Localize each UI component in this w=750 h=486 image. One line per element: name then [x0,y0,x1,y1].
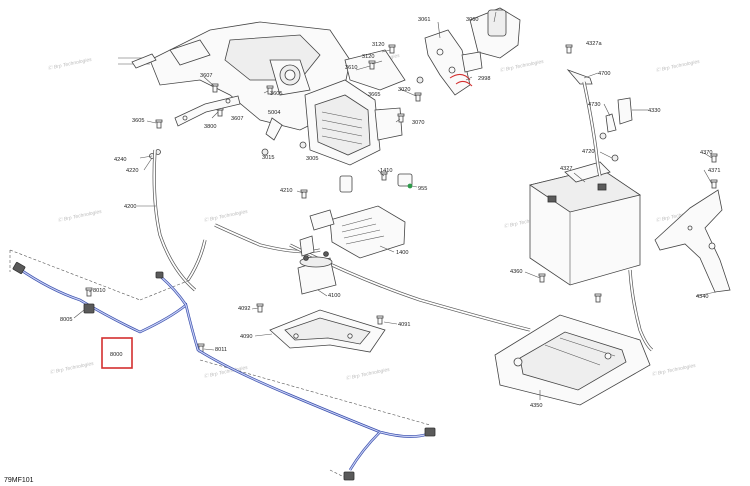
actuator-bracket [424,7,521,96]
callout-label: 4700 [598,71,610,77]
callout-label: 2998 [478,76,490,82]
connectors-1410 [339,171,413,193]
callout-label: 4360 [510,269,522,275]
callout-label: 3120 [372,42,384,48]
callout-label: 8005 [60,317,72,323]
fasteners [85,44,718,353]
watermark: Ⓒ Brp Technologies [345,366,391,382]
highlighted-callout-8000: 8000 [101,337,133,369]
callout-label: 4327 [560,166,572,172]
callout-label: 3665 [368,92,380,98]
figure-code: 79MF101 [4,477,34,484]
watermark: Ⓒ Brp Technologies [651,362,697,378]
watermark: Ⓒ Brp Technologies [57,208,103,224]
callout-label: 4730 [588,102,600,108]
callout-label: 3061 [418,17,430,23]
callout-label: 955 [418,186,427,192]
watermark: Ⓒ Brp Technologies [47,56,93,72]
callout-label: 4370 [700,150,712,156]
watermark: Ⓒ Brp Technologies [499,58,545,74]
bracket-3800 [174,95,241,127]
callout-label: 4371 [708,168,720,174]
callout-label: 4210 [280,188,292,194]
callout-label: 8010 [93,288,105,294]
voltage-regulator [309,205,406,259]
callout-label: 4330 [648,108,660,114]
callout-label: 1400 [396,250,408,256]
battery-cables [566,69,654,352]
callout-label: 4327a [586,41,602,47]
starter-solenoid [297,235,337,295]
callout-label: 3120 [362,54,374,60]
callouts: 3061 3060 4327a 3120 3120 3610 3607 2998… [60,17,720,409]
callout-label: 4100 [328,293,340,299]
watermark: Ⓒ Brp Technologies [203,208,249,224]
callout-label: 4240 [114,157,126,163]
callout-label: 8011 [215,347,227,353]
callout-label: 4220 [126,168,138,174]
hold-down-bracket [654,189,731,293]
callout-label: 1410 [380,168,392,174]
callout-label: 4720 [582,149,594,155]
callout-label: 4092 [238,306,250,312]
callout-label: 5004 [268,110,280,116]
callout-label: 3610 [345,65,357,71]
support-bracket-4090 [269,309,386,353]
watermark: Ⓒ Brp Technologies [49,360,95,376]
callout-label: 3060 [466,17,478,23]
callout-label: 4200 [124,204,136,210]
callout-label: 3607 [231,116,243,122]
callout-label: 3005 [306,156,318,162]
callout-label: 4350 [530,403,542,409]
callout-label: 3605 [132,118,144,124]
fuse-box [304,49,406,166]
callout-label: 3020 [398,87,410,93]
callout-label: 3070 [412,120,424,126]
leader-lines [73,11,717,400]
wiring-harness-8000 [9,249,436,481]
callout-label: 3800 [204,124,216,130]
callout-label: 3605 [270,91,282,97]
battery [529,161,641,286]
callout-label-8000: 8000 [110,352,122,358]
callout-label: 4091 [398,322,410,328]
callout-label: 4090 [240,334,252,340]
callout-label: 3607 [200,73,212,79]
pin-5004 [265,117,283,141]
watermark: Ⓒ Brp Technologies [655,58,701,74]
battery-tray [494,314,651,406]
callout-label: 3015 [262,155,274,161]
callout-label: 4340 [696,294,708,300]
